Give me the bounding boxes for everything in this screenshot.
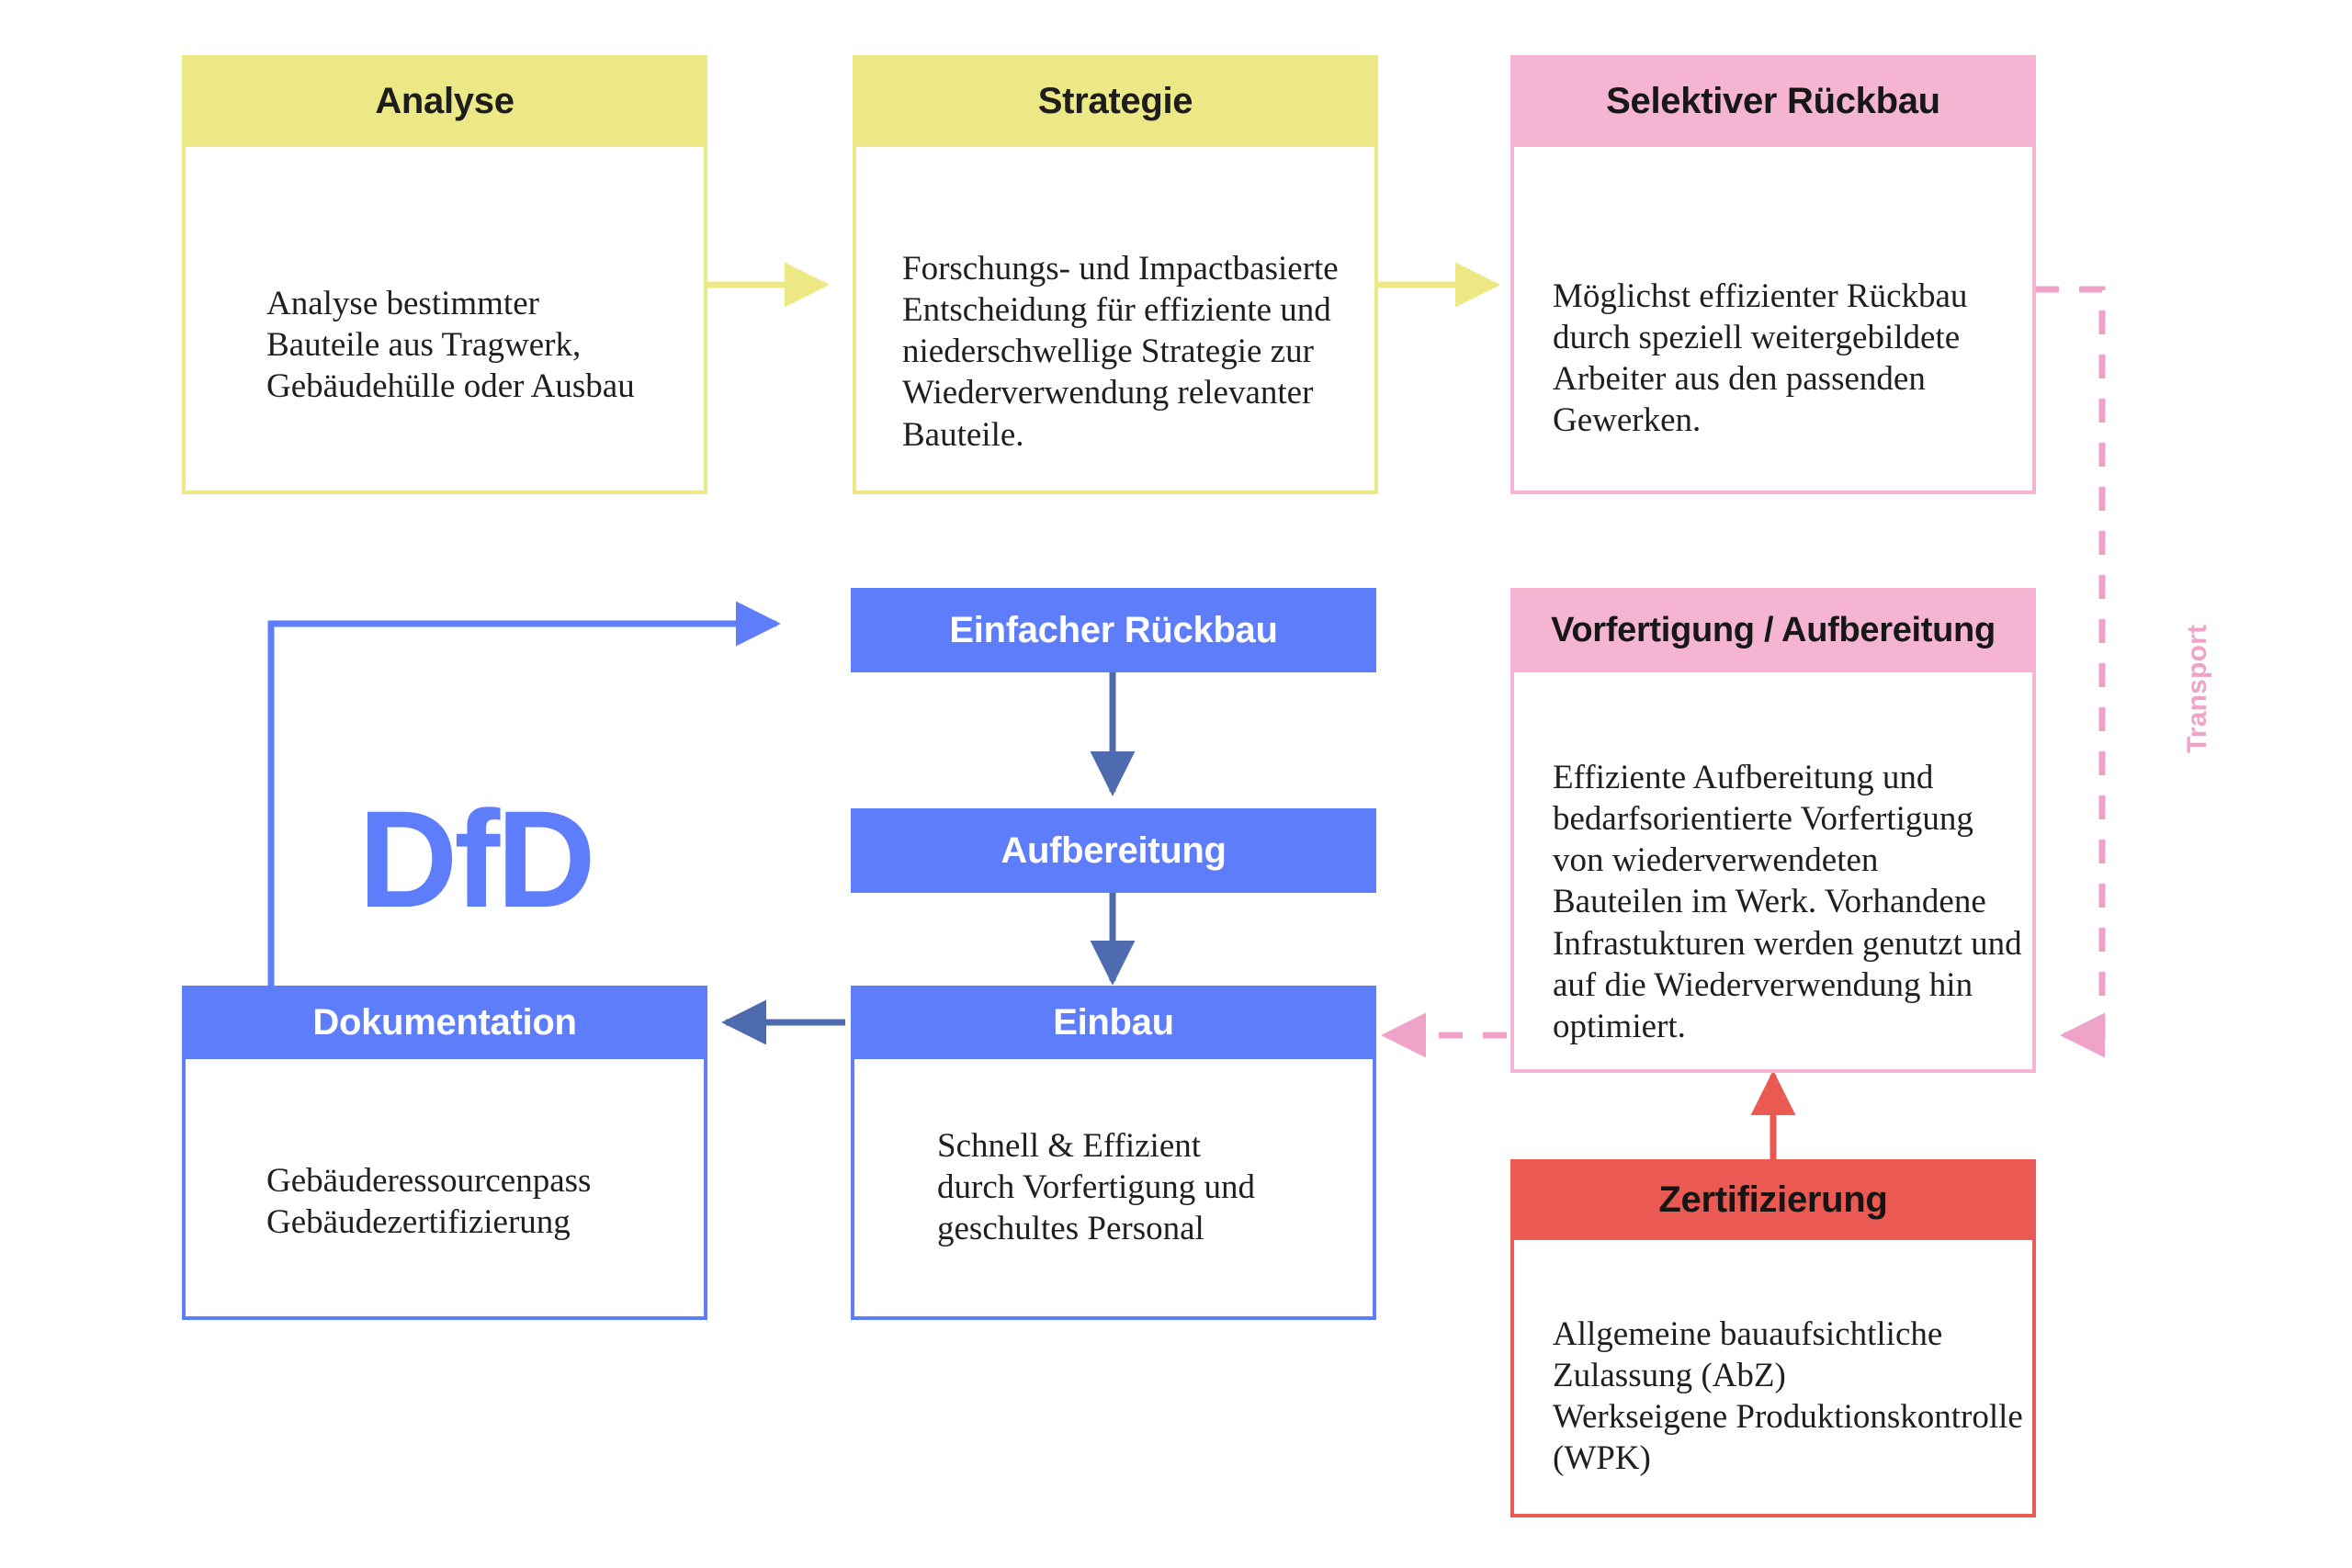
node-zertifizierung-text: Allgemeine bauaufsichtliche Zulassung (A…: [1553, 1315, 2023, 1478]
node-strategie[interactable]: Strategie Forschungs- und Impactbasierte…: [853, 55, 1378, 494]
node-zertifizierung-title: Zertifizierung: [1510, 1159, 2036, 1240]
node-selektiver-rueckbau-text: Möglichst effizienter Rückbau durch spez…: [1553, 277, 1968, 440]
node-strategie-body: Forschungs- und Impactbasierte Entscheid…: [853, 147, 1378, 494]
node-einbau-title: Einbau: [851, 986, 1376, 1059]
node-strategie-text: Forschungs- und Impactbasierte Entscheid…: [902, 250, 1339, 454]
node-vorfertigung-aufbereitung-text: Effiziente Aufbereitung und bedarfsorien…: [1553, 759, 2022, 1045]
node-aufbereitung[interactable]: Aufbereitung: [851, 808, 1376, 893]
dfd-wordmark: DfD: [358, 782, 596, 936]
node-vorfertigung-aufbereitung-body: Effiziente Aufbereitung und bedarfsorien…: [1510, 672, 2036, 1073]
node-analyse-title: Analyse: [182, 55, 707, 147]
node-einbau-body: Schnell & Effizient durch Vorfertigung u…: [851, 1059, 1376, 1320]
node-analyse[interactable]: Analyse Analyse bestimmter Bauteile aus …: [182, 55, 707, 494]
node-selektiver-rueckbau[interactable]: Selektiver Rückbau Möglichst effizienter…: [1510, 55, 2036, 494]
transport-edge-label: Transport: [2182, 624, 2212, 753]
node-dokumentation-title: Dokumentation: [182, 986, 707, 1059]
node-selektiver-rueckbau-title: Selektiver Rückbau: [1510, 55, 2036, 147]
edge-transport-loop: [2035, 286, 2106, 1058]
node-vorfertigung-aufbereitung[interactable]: Vorfertigung / Aufbereitung Effiziente A…: [1510, 588, 2036, 1073]
node-einfacher-rueckbau-title: Einfacher Rückbau: [949, 609, 1278, 650]
node-einbau-text: Schnell & Effizient durch Vorfertigung u…: [937, 1127, 1255, 1248]
node-dokumentation[interactable]: Dokumentation Gebäuderessourcenpass Gebä…: [182, 986, 707, 1320]
node-analyse-text: Analyse bestimmter Bauteile aus Tragwerk…: [266, 285, 635, 406]
node-einbau[interactable]: Einbau Schnell & Effizient durch Vorfert…: [851, 986, 1376, 1320]
node-dokumentation-body: Gebäuderessourcenpass Gebäudezertifizier…: [182, 1059, 707, 1320]
node-analyse-body: Analyse bestimmter Bauteile aus Tragwerk…: [182, 147, 707, 494]
node-zertifizierung[interactable]: Zertifizierung Allgemeine bauaufsichtlic…: [1510, 1159, 2036, 1517]
node-aufbereitung-title: Aufbereitung: [1001, 829, 1227, 871]
node-dokumentation-text: Gebäuderessourcenpass Gebäudezertifizier…: [266, 1162, 592, 1242]
node-zertifizierung-body: Allgemeine bauaufsichtliche Zulassung (A…: [1510, 1240, 2036, 1517]
node-vorfertigung-aufbereitung-title: Vorfertigung / Aufbereitung: [1510, 588, 2036, 672]
node-selektiver-rueckbau-body: Möglichst effizienter Rückbau durch spez…: [1510, 147, 2036, 494]
node-strategie-title: Strategie: [853, 55, 1378, 147]
node-einfacher-rueckbau[interactable]: Einfacher Rückbau: [851, 588, 1376, 672]
